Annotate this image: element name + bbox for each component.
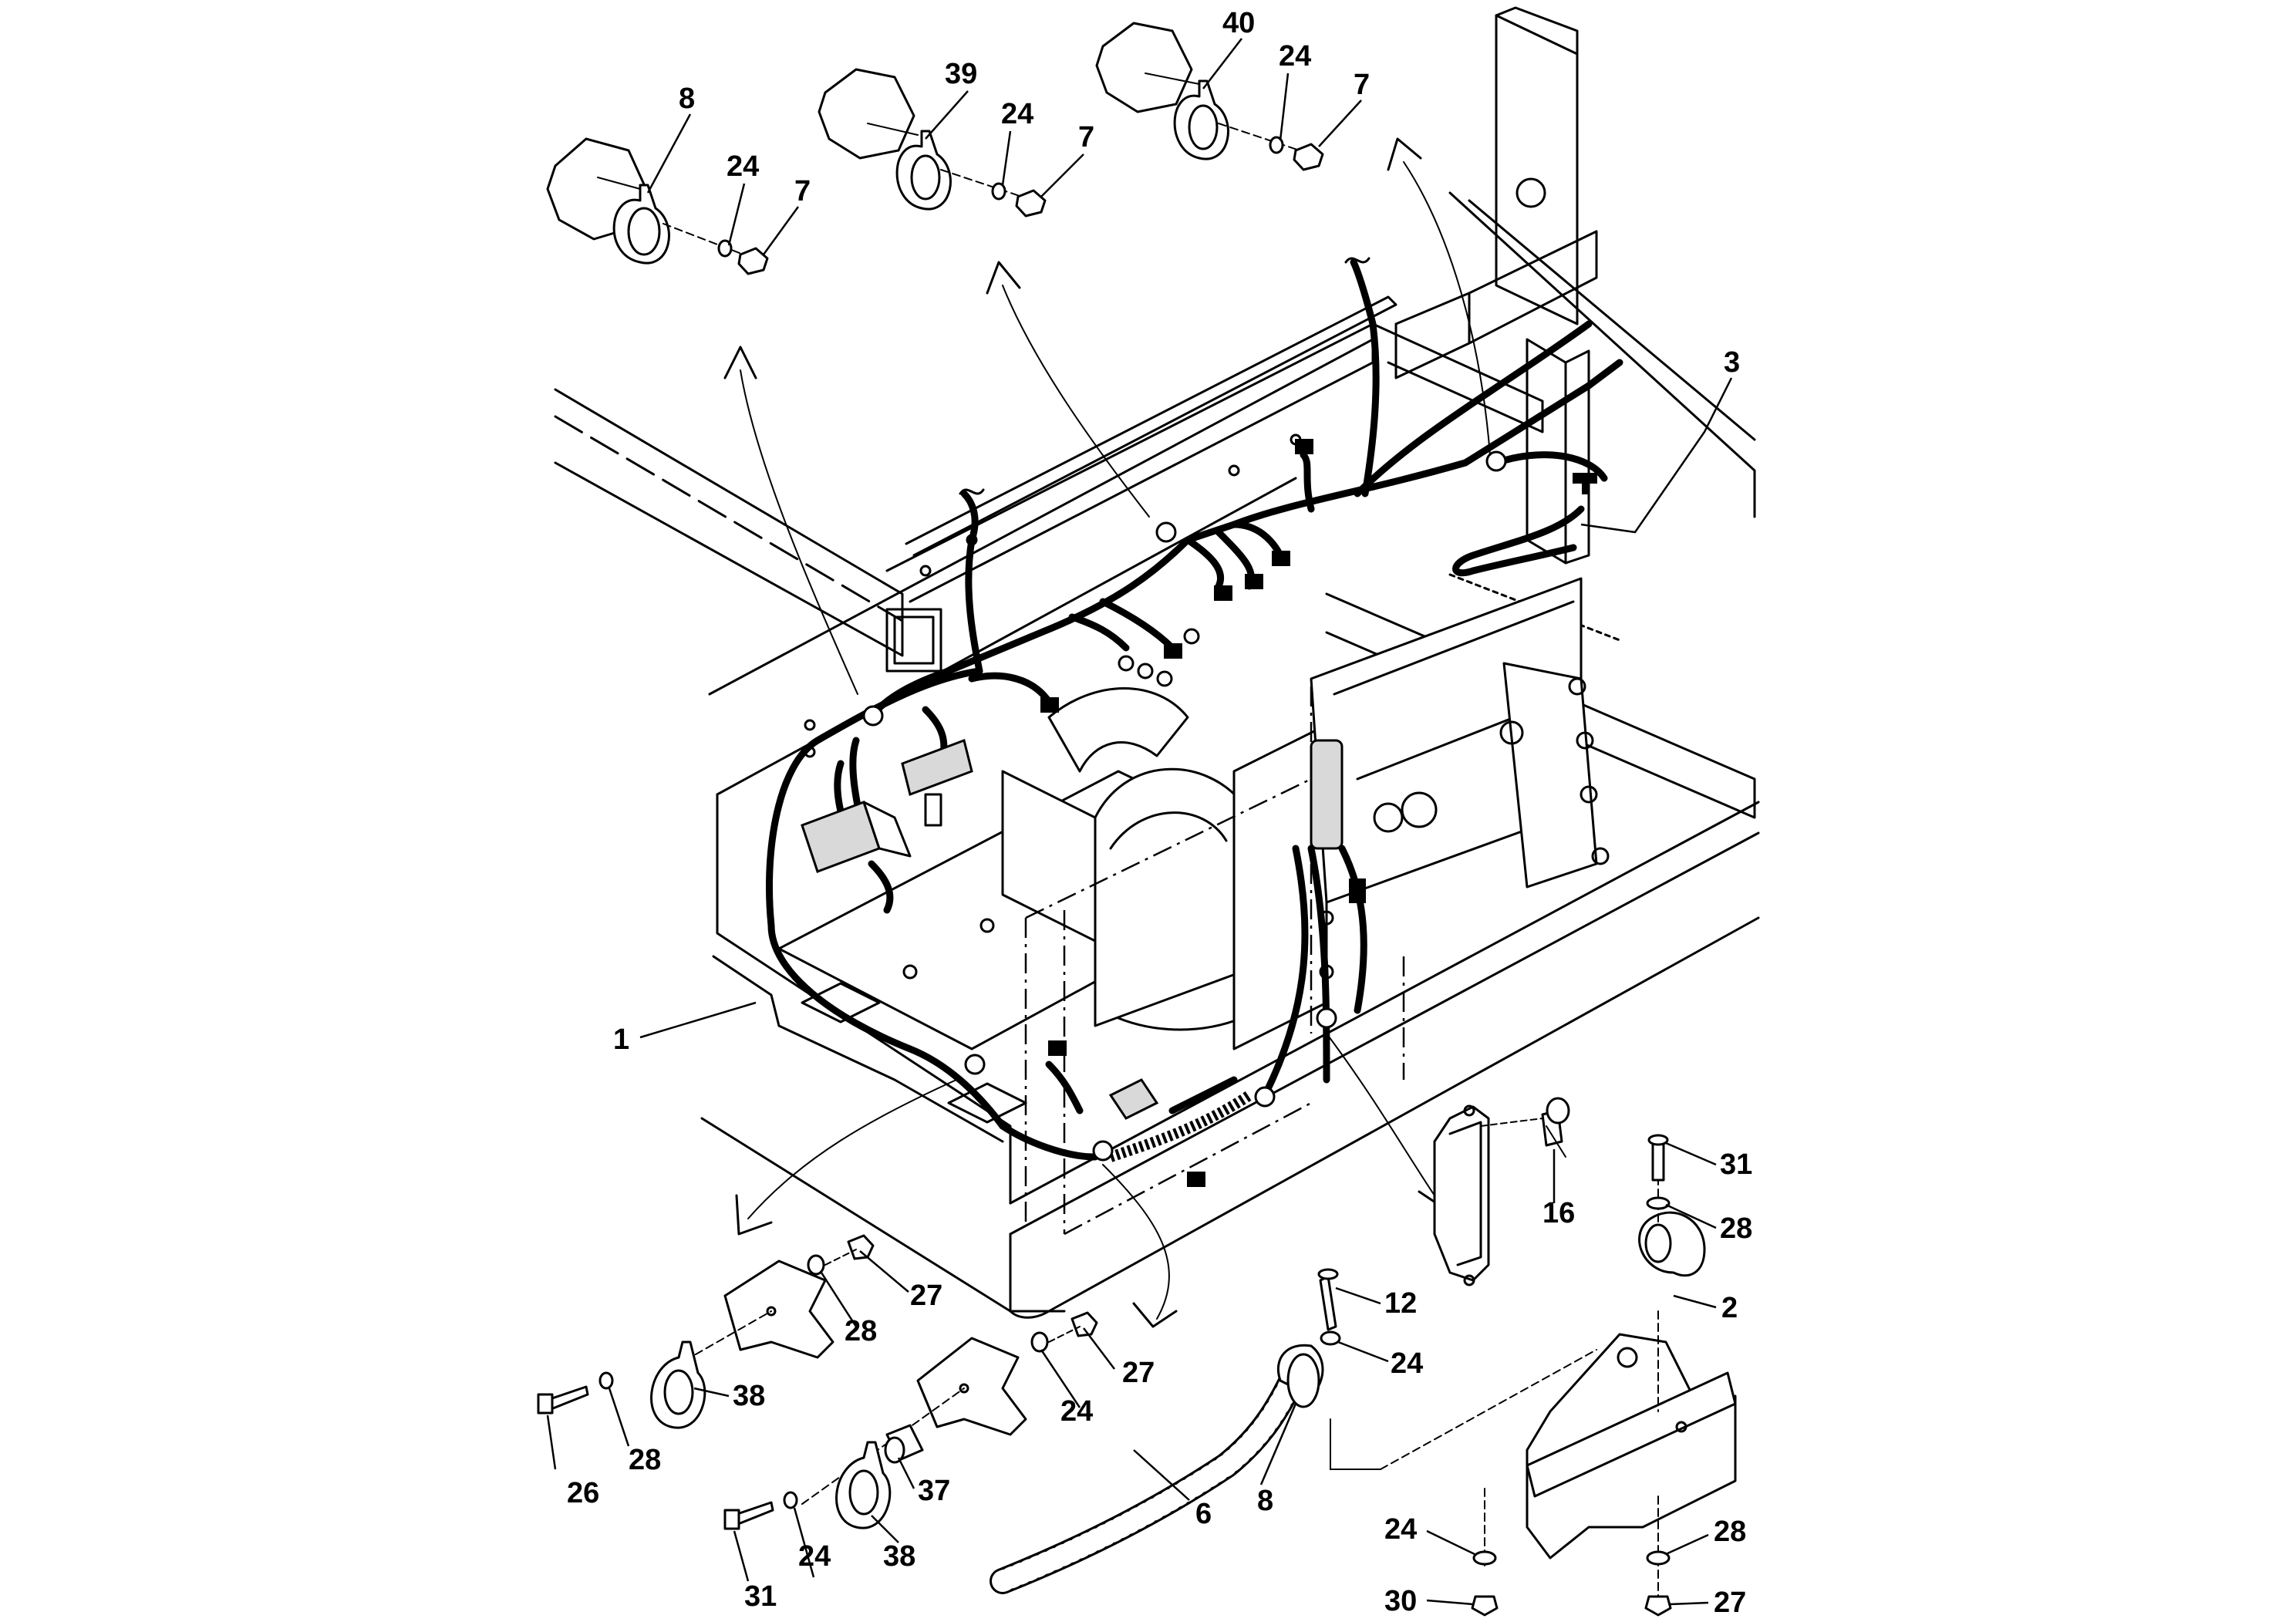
- callout-24-bottom-right: 24: [1384, 1513, 1417, 1546]
- callout-24-conduit: 24: [1391, 1347, 1423, 1380]
- callout-39: 39: [945, 58, 977, 90]
- callout-2: 2: [1721, 1292, 1738, 1324]
- callout-16: 16: [1542, 1197, 1575, 1229]
- callout-31-right: 31: [1720, 1148, 1752, 1181]
- callout-1: 1: [613, 1023, 629, 1056]
- chassis-frame: [554, 6, 1760, 1319]
- callout-8-top: 8: [679, 83, 695, 115]
- callout-24-top-left: 24: [727, 150, 759, 183]
- callout-8-conduit: 8: [1257, 1485, 1273, 1517]
- callout-30: 30: [1384, 1585, 1417, 1617]
- callout-24-center: 24: [1060, 1395, 1093, 1428]
- exploded-bracket-assembly-left: [537, 1234, 875, 1429]
- exploded-clamp-assembly-39: [818, 68, 1047, 218]
- callout-7-top-center: 7: [1078, 121, 1094, 153]
- callout-6: 6: [1195, 1498, 1212, 1530]
- callout-38-center: 38: [883, 1540, 915, 1573]
- callout-31-bottom: 31: [744, 1580, 777, 1613]
- callout-3: 3: [1724, 346, 1740, 379]
- callout-40: 40: [1222, 7, 1255, 39]
- callout-37: 37: [918, 1475, 950, 1507]
- callout-27-bottom-right: 27: [1714, 1587, 1746, 1619]
- exploded-clamp-assembly-8: [546, 137, 769, 275]
- callout-24-top-center: 24: [1001, 98, 1033, 130]
- exploded-resistor-assembly: [1433, 1097, 1570, 1286]
- callout-28-right-top: 28: [1720, 1212, 1752, 1245]
- exploded-bracket-assembly-center: [723, 1311, 1098, 1530]
- central-housing: [1001, 577, 1610, 1050]
- wiring-harness: [766, 257, 1623, 1187]
- callout-28-left: 28: [845, 1315, 877, 1347]
- exploded-clamp-assembly-40: [1095, 22, 1324, 171]
- callout-24-top-right: 24: [1279, 40, 1311, 73]
- callout-38-left: 38: [733, 1380, 765, 1412]
- callout-labels: 8 24 7 39 24 7 40 24 7 3 1 31 28 2 16 12…: [567, 7, 1752, 1619]
- exploded-conduit-assembly: [990, 1268, 1597, 1594]
- callout-27-left: 27: [910, 1280, 942, 1312]
- callout-27-center: 27: [1122, 1357, 1155, 1389]
- callout-28-bottom-right: 28: [1714, 1516, 1746, 1548]
- callout-24-bottom-center: 24: [798, 1540, 831, 1573]
- exploded-bracket-rail: [1471, 1134, 1737, 1617]
- subassembly-boundary: [1024, 686, 1405, 1236]
- callout-28-bottom-left: 28: [629, 1444, 661, 1476]
- explosion-arrows: [723, 137, 1491, 1328]
- callout-7-top-left: 7: [794, 175, 811, 207]
- callout-26: 26: [567, 1477, 599, 1509]
- callout-12: 12: [1384, 1287, 1417, 1320]
- callout-leaders: [546, 38, 1733, 1606]
- callout-7-top-right: 7: [1354, 69, 1370, 101]
